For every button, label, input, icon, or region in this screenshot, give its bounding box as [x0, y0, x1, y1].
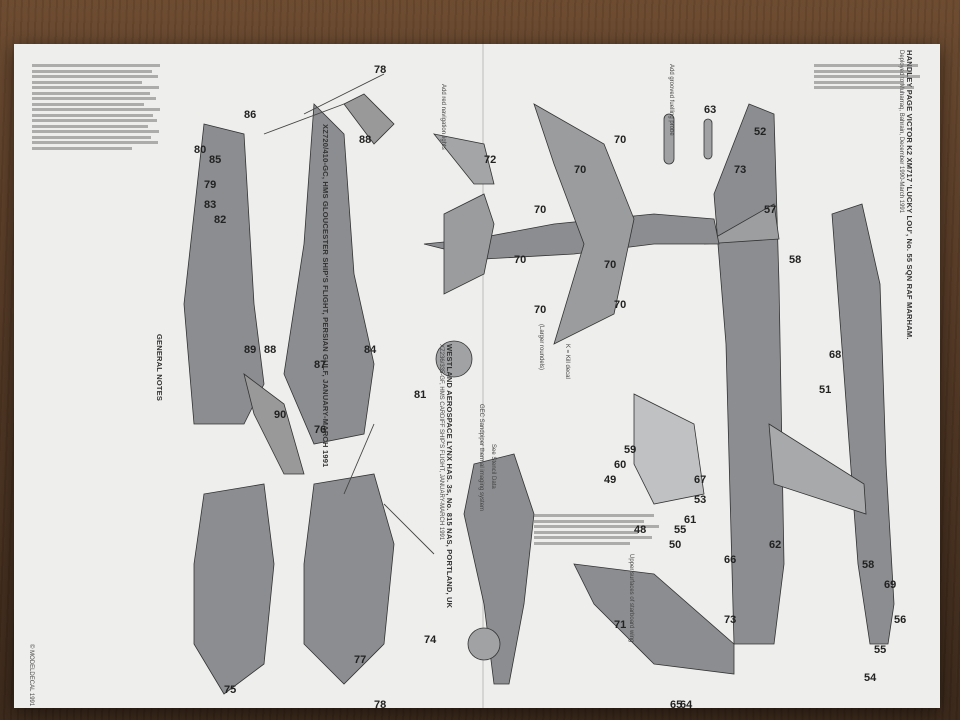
text-column-bar [32, 164, 36, 694]
decal-number: 75 [224, 684, 237, 696]
lynx-tail-upper [343, 93, 395, 145]
lynx-subtitle: XZ236/335-GF, HMS CARDIFF SHIP'S FLIGHT,… [438, 344, 444, 541]
aircraft-drawings [183, 73, 895, 695]
decal-number: 60 [614, 459, 627, 471]
decal-number: 58 [862, 559, 875, 571]
lynx-side-view-right-1 [303, 473, 395, 685]
decal-number: 48 [634, 524, 647, 536]
victor-notes-column [814, 64, 924, 92]
stencil-notes-column [534, 514, 664, 547]
lynx-title: WESTLAND AEROSPACE LYNX HAS. 3s, No. 815… [445, 344, 454, 609]
decal-number: 52 [754, 126, 767, 138]
decal-number: 77 [354, 654, 367, 666]
decal-number: 85 [209, 154, 222, 166]
lynx2-title: XZ720/410-GC, HMS GLOUCESTER SHIP'S FLIG… [321, 124, 330, 468]
harrier-front-detail [633, 393, 705, 505]
decal-number: 58 [789, 254, 802, 266]
decal-number: 90 [274, 409, 287, 421]
decal-number: 53 [694, 494, 707, 506]
decal-number: 49 [604, 474, 617, 486]
decal-number: 57 [764, 204, 777, 216]
gec-label: GEC Sandpiper thermal imaging system [478, 404, 484, 512]
decal-number: 61 [684, 514, 697, 526]
general-notes-title: GENERAL NOTES [155, 334, 164, 402]
lynx-side-view-right-2 [193, 483, 275, 695]
victor-title: HANDLEY PAGE VICTOR K2 XM717 'LUCKY LOU'… [905, 50, 914, 340]
victor-wing [768, 423, 867, 515]
decal-instruction-sheet: HANDLEY PAGE VICTOR K2 XM717 'LUCKY LOU'… [14, 44, 940, 708]
decal-number: 86 [244, 109, 257, 121]
rotor-blade [343, 423, 375, 495]
decal-number: 51 [819, 384, 832, 396]
nav-lights-note: Add red navigation lights [440, 84, 446, 150]
drop-tank [663, 113, 675, 165]
lynx-front-view [435, 340, 473, 378]
decal-number: 78 [374, 64, 387, 76]
fuel-probe-note: Add grooved fuelling probe [668, 64, 674, 136]
decal-number: 66 [724, 554, 737, 566]
decal-number: 87 [314, 359, 327, 371]
decal-number: 88 [264, 344, 277, 356]
decal-number: 79 [204, 179, 217, 191]
decal-number: 83 [204, 199, 217, 211]
decal-number: 70 [604, 259, 617, 271]
decal-number: 78 [374, 699, 387, 708]
upper-wing-note: Upper surfaces of starboard wing [628, 554, 634, 643]
decal-number: 64 [680, 699, 693, 708]
decal-number: 70 [614, 134, 627, 146]
decal-number: 84 [364, 344, 377, 356]
harrier-side-view-lower [573, 563, 735, 675]
larger-roundels-note: (Larger roundels) [538, 324, 544, 371]
decal-number: 65 [670, 699, 683, 708]
harrier-wing [533, 103, 635, 345]
sheet-fold [482, 44, 484, 708]
rotor-blade [383, 503, 435, 555]
decal-number: 55 [674, 524, 687, 536]
decal-number: 73 [734, 164, 747, 176]
decal-number: 76 [314, 424, 327, 436]
decal-number: 69 [884, 579, 897, 591]
decal-number: 70 [574, 164, 587, 176]
harrier-tailplane [443, 193, 495, 295]
decal-number: 73 [724, 614, 737, 626]
rotor-blade [303, 73, 385, 115]
decal-number: 70 [534, 204, 547, 216]
decal-number: 67 [694, 474, 707, 486]
lynx-front-view-2 [467, 627, 501, 661]
decal-number: 56 [894, 614, 907, 626]
decal-number: 62 [769, 539, 782, 551]
victor-tail-fin [703, 203, 780, 245]
decal-number: 59 [624, 444, 637, 456]
victor-side-view [831, 203, 895, 645]
decal-number: 70 [514, 254, 527, 266]
decal-number: 68 [829, 349, 842, 361]
decal-number: 70 [614, 299, 627, 311]
decal-number: 82 [214, 214, 227, 226]
decal-number: 88 [359, 134, 372, 146]
harrier-plan-view [423, 213, 720, 260]
decal-number: 72 [484, 154, 497, 166]
decal-number: 54 [864, 672, 877, 684]
decal-number: 70 [534, 304, 547, 316]
decal-number: 81 [414, 389, 427, 401]
lynx-side-view-upper [283, 103, 375, 445]
harrier-tail-detail [433, 133, 495, 185]
decal-number: 89 [244, 344, 257, 356]
lynx-side-view-lower [183, 123, 265, 425]
decal-number: 63 [704, 104, 717, 116]
lynx-tail-lower [243, 373, 305, 475]
decal-number: 50 [669, 539, 682, 551]
decal-number: 74 [424, 634, 437, 646]
decal-number: 55 [874, 644, 887, 656]
lynx-plan-view [463, 453, 535, 685]
harrier-note: See Stencil Data [490, 444, 496, 489]
general-notes-column [32, 64, 162, 152]
decal-number: 80 [194, 144, 207, 156]
rotor-blade [263, 103, 345, 135]
fuel-pod [703, 118, 713, 160]
decal-number: 71 [614, 619, 627, 631]
kill-decal-note: K = Kill decal [564, 344, 570, 379]
